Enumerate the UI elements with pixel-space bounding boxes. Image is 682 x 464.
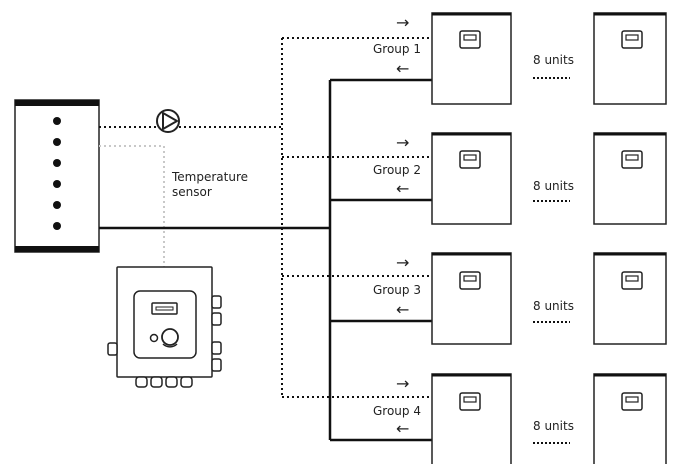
pump-icon bbox=[156, 109, 180, 133]
sensor-line bbox=[99, 145, 165, 267]
return-arrow-group-4: ← bbox=[396, 419, 409, 438]
tank-dot bbox=[53, 180, 61, 188]
supply-arrow-group-4: → bbox=[396, 374, 409, 393]
supply-arrow-group-1: → bbox=[396, 13, 409, 32]
heat-pump-unit-group-3-last bbox=[593, 252, 667, 345]
group-4-label: Group 4 bbox=[373, 404, 421, 418]
heat-pump-unit-group-2-first bbox=[431, 132, 512, 225]
group-4-units: 8 units bbox=[533, 419, 574, 433]
heat-pump-unit-group-1-last bbox=[593, 12, 667, 105]
tank-dot bbox=[53, 138, 61, 146]
tank-dot bbox=[53, 117, 61, 125]
group-1-units: 8 units bbox=[533, 53, 574, 67]
group-1-label: Group 1 bbox=[373, 42, 421, 56]
sensor-label-line2: sensor bbox=[172, 185, 212, 199]
heat-pump-unit-group-2-last bbox=[593, 132, 667, 225]
group-3-units: 8 units bbox=[533, 299, 574, 313]
controller-cable-gland bbox=[150, 376, 163, 388]
supply-arrow-group-2: → bbox=[396, 133, 409, 152]
heat-pump-unit-group-1-first bbox=[431, 12, 512, 105]
controller-icon bbox=[107, 266, 222, 388]
storage-tank bbox=[14, 99, 100, 253]
supply-lines bbox=[99, 37, 432, 398]
tank-dot bbox=[53, 222, 61, 230]
return-arrow-group-3: ← bbox=[396, 300, 409, 319]
group-2-label: Group 2 bbox=[373, 163, 421, 177]
controller-button bbox=[149, 333, 159, 343]
sensor-label-line1: Temperature bbox=[171, 170, 248, 184]
units-connectors bbox=[533, 77, 570, 444]
heat-pump-unit-group-4-first bbox=[431, 373, 512, 464]
return-arrow-group-2: ← bbox=[396, 179, 409, 198]
tank-dots bbox=[53, 117, 61, 230]
group-2-units: 8 units bbox=[533, 179, 574, 193]
return-arrow-group-1: ← bbox=[396, 59, 409, 78]
controller-cable-gland bbox=[180, 376, 193, 388]
tank-dot bbox=[53, 159, 61, 167]
tank-dot bbox=[53, 201, 61, 209]
controller-cable-gland bbox=[165, 376, 178, 388]
group-3-label: Group 3 bbox=[373, 283, 421, 297]
return-lines bbox=[99, 78, 432, 442]
controller-cable-gland bbox=[135, 376, 148, 388]
supply-arrow-group-3: → bbox=[396, 253, 409, 272]
heat-pump-unit-group-3-first bbox=[431, 252, 512, 345]
controller-display bbox=[151, 302, 178, 315]
controller-dial bbox=[161, 328, 179, 346]
controller-panel bbox=[133, 290, 197, 359]
controller-bottom-connectors bbox=[135, 376, 193, 388]
heat-pump-unit-group-4-last bbox=[593, 373, 667, 464]
